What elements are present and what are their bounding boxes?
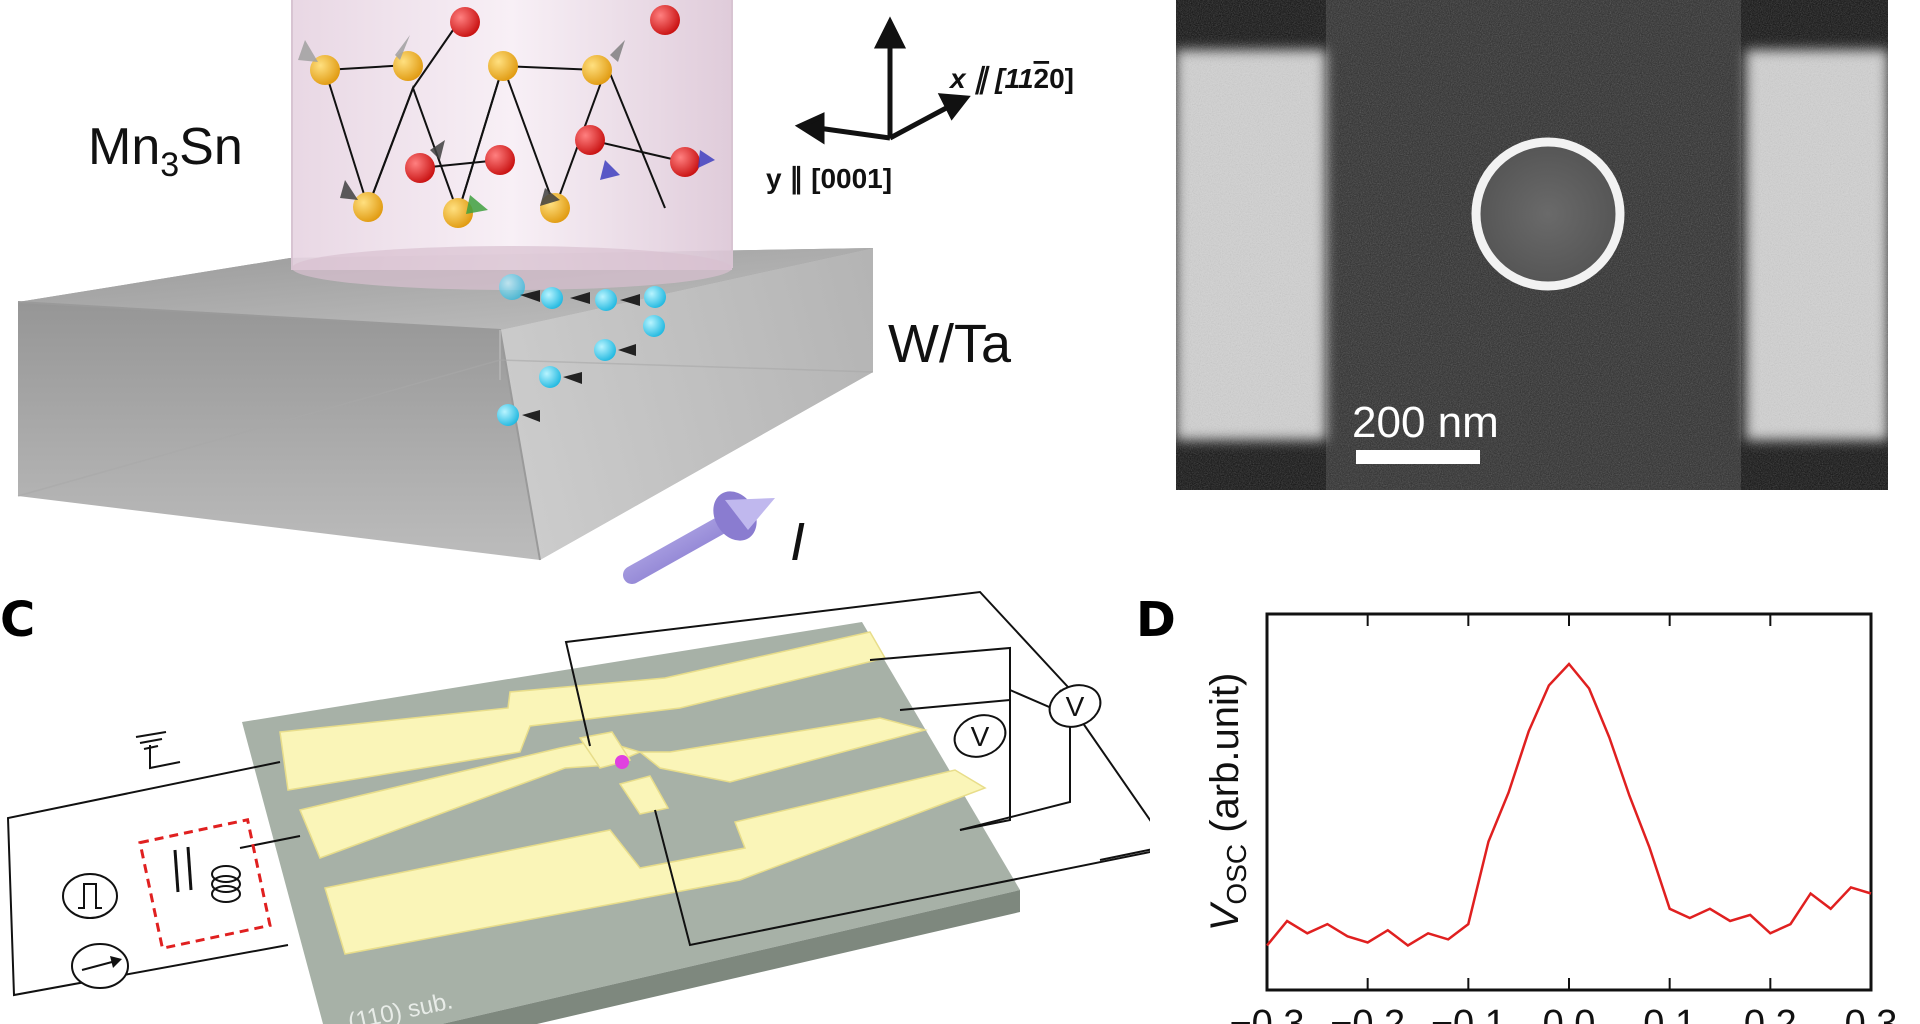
capacitor-icon [173,846,193,893]
vosc-chart: −0.3 −0.2 −0.1 0.0 0.1 0.2 0.3 VOSC (arb.unit) [1203,612,1898,1024]
mn3sn-label: Mn3Sn [88,118,243,184]
pulse-source-icon [62,873,118,919]
x-tick-label: 0.1 [1643,1003,1696,1024]
spin-current-electrons [497,274,666,426]
device-nanodot [615,755,629,769]
circuit-wires [6,590,1150,997]
scale-bar-label: 200 nm [1352,398,1499,447]
plot-frame [1265,612,1873,992]
mn-atom-yellow [310,55,340,85]
pad-mid-right [637,717,928,783]
mn-atom-red [405,153,435,183]
x-tick-label: −0.2 [1330,1003,1405,1024]
vosc-series-line [1266,662,1872,948]
svg-text:V: V [1066,691,1085,722]
panel-d-chart: D −0.3 −0.2 −0.1 0.0 0.1 0.2 0.3 VOSC (arb.uni… [1130,590,1920,1024]
mn-atom-yellow [488,51,518,81]
crystal-axes [794,16,971,145]
x-axis-label: x ∥ [1120] [948,63,1074,95]
mn-atom-red [485,145,515,175]
voltmeter-icon: V [1048,684,1102,728]
current-source-icon [71,943,129,989]
sem-nanodot-ring [1471,137,1625,291]
mn-atoms [310,5,700,228]
mn3sn-wta-schematic: Mn3Sn W/Ta x ∥ [1120] y ∥ [0001] I [17,0,1074,584]
voltmeter-icon: V [953,714,1007,758]
mn-atom-yellow [582,55,612,85]
panel-letter-c: C [0,592,36,648]
current-arrow [623,491,775,584]
sem-nanodot [1476,142,1620,286]
scale-bar [1356,450,1480,464]
x-tick-label: 0.3 [1845,1003,1898,1024]
x-tick-label: −0.1 [1431,1003,1506,1024]
mn3sn-cylinder [292,0,732,270]
y-axis-label: VOSC (arb.unit) [1203,673,1252,932]
wta-label: W/Ta [888,314,1012,374]
pad-small-bottom [618,775,670,815]
panel-b-sem-image: 200 nm [1176,0,1888,490]
x-tick-label: 0.0 [1543,1003,1596,1024]
device-circuit-diagram: (110) sub. [6,590,1150,1024]
y-axis-label: y ∥ [0001] [766,163,892,195]
pad-bottom [324,769,987,955]
mn-atom-yellow [443,198,473,228]
x-tick-label: −0.3 [1229,1003,1304,1024]
mn-atom-red [670,147,700,177]
svg-text:V: V [971,721,990,752]
panel-c-device-circuit: C (110) sub. [0,590,1150,1024]
panel-letter-d: D [1136,592,1176,648]
wta-slab-side [500,248,873,560]
panel-a-schematic: Mn3Sn W/Ta x ∥ [1120] y ∥ [0001] I [0,0,1150,590]
mn-atom-red [650,5,680,35]
mn-atom-red [450,7,480,37]
bias-tee-box [138,817,272,951]
current-label: I [790,512,805,572]
mn-atom-red [575,125,605,155]
sem-micrograph [1176,0,1888,490]
mn-atom-yellow [353,192,383,222]
inductor-icon [211,865,241,903]
x-tick-label: 0.2 [1744,1003,1797,1024]
